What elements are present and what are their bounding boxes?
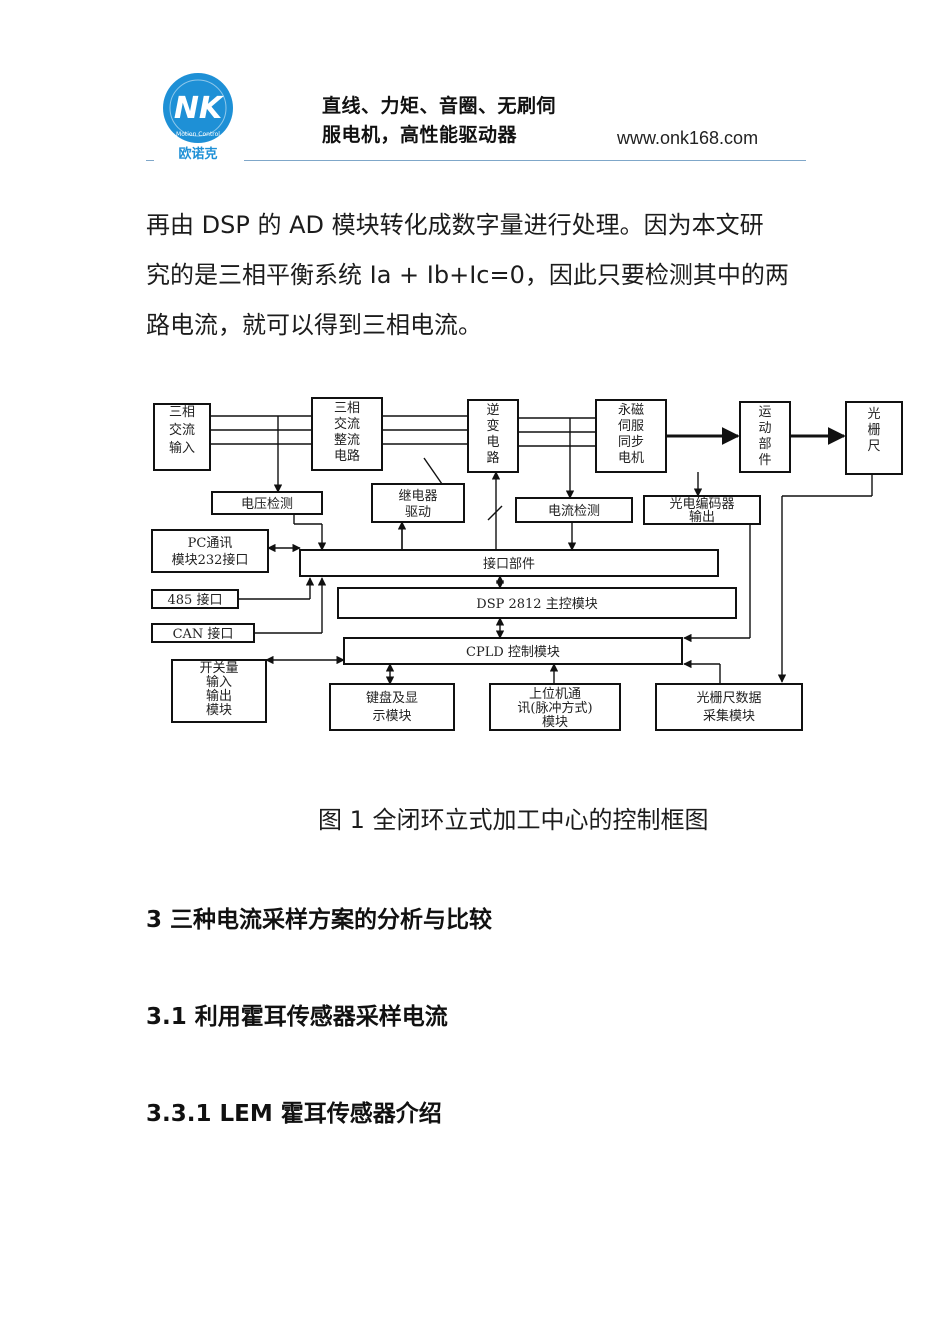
body-line-1: 再由 DSP 的 AD 模块转化成数字量进行处理。因为本文研 [146,211,764,239]
switch-io-box [171,659,267,723]
header-title-line1: 直线、力矩、音圈、无刷伺 [322,95,557,117]
rectifier-line1: 三相 [334,401,360,416]
motion-line1: 运 [758,405,771,420]
pc-comm-line1: PC通讯 [188,536,233,551]
ac-input-line1: 三相 [169,405,195,420]
encoder-line2: 输出 [689,509,715,525]
switch-io-line4: 模块 [206,703,232,718]
host-comm-line2: 讯(脉冲方式) [517,700,592,716]
logo-ring-text: Motion Control [176,131,220,138]
current-detect-label: 电流检测 [548,504,600,519]
inverter-line3: 电 [486,435,499,450]
grating-acq-line2: 采集模块 [703,708,755,724]
motor-box [595,399,667,473]
keyboard-box [329,683,455,731]
motor-line3: 同步 [618,435,644,450]
host-comm-line3: 模块 [542,715,568,730]
header-title-line2: 服电机，高性能驱动器 [322,124,518,146]
body-line-2: 究的是三相平衡系统 Ia + Ib+Ic=0，因此只要检测其中的两 [146,261,789,289]
relay-box [371,483,465,523]
section-heading-3-3-1: 3.3.1 LEM 霍耳传感器介绍 [146,1101,442,1127]
switch-io-line2: 输入 [206,674,232,690]
rectifier-line3: 整流 [334,433,360,448]
company-logo: NK Motion Control 欧诺克 [160,72,236,162]
inverter-line1: 逆 [486,402,499,418]
voltage-detect-box [211,491,323,515]
rectifier-box [311,397,383,471]
interface-label: 接口部件 [483,556,535,572]
grating-line1: 光 [867,407,880,422]
keyboard-line2: 示模块 [372,709,411,724]
host-comm-box [489,683,621,731]
inverter-line2: 变 [486,418,499,434]
rectifier-line2: 交流 [334,416,360,432]
inverter-line4: 路 [486,450,499,466]
grating-line3: 尺 [867,439,880,454]
switch-io-line3: 输出 [206,688,232,704]
encoder-line1: 光电编码器 [669,497,734,512]
grating-line2: 栅 [867,423,880,438]
cpld-label: CPLD 控制模块 [466,645,560,660]
header-rule [244,160,806,161]
interface-box [299,549,719,577]
port485-label: 485 接口 [168,592,223,608]
rectifier-line4: 电路 [334,448,360,464]
cpld-box [343,637,683,665]
motion-line3: 部 [758,437,771,452]
grating-acq-line1: 光栅尺数据 [696,691,761,706]
grating-acq-box [655,683,803,731]
motor-line4: 电机 [618,451,644,466]
ac-input-line3: 输入 [169,440,195,456]
ac-input-line2: 交流 [169,422,195,438]
header-title: 直线、力矩、音圈、无刷伺 服电机，高性能驱动器 [322,92,556,150]
relay-line2: 驱动 [405,505,431,520]
pc-comm-box [151,529,269,573]
body-line-3: 路电流，就可以得到三相电流。 [146,311,482,339]
control-block-diagram: 三相 交流 输入 三相 交流 整流 电路 逆 变 电 路 永磁 伺服 同步 电机… [151,397,903,731]
logo-letters: NK [174,91,225,126]
inverter-box [467,399,519,473]
relay-line1: 继电器 [398,489,437,504]
motion-box [739,401,791,473]
dsp-label: DSP 2812 主控模块 [476,597,597,612]
host-comm-line1: 上位机通 [529,687,581,702]
can-label: CAN 接口 [173,626,234,642]
dsp-box [337,587,737,619]
section-heading-3-1: 3.1 利用霍耳传感器采样电流 [146,1004,448,1030]
keyboard-line1: 键盘及显 [366,690,418,706]
logo-caption: 欧诺克 [178,146,217,162]
switch-io-line1: 开关量 [199,661,238,676]
header-url[interactable]: www.onk168.com [617,128,759,148]
motion-line2: 动 [758,421,771,436]
ac-input-box [153,403,211,471]
motion-line4: 件 [758,453,771,468]
motor-line1: 永磁 [618,403,644,418]
current-detect-box [515,497,633,523]
motor-line2: 伺服 [618,419,644,434]
voltage-detect-label: 电压检测 [241,497,293,512]
grating-box [845,401,903,475]
body-paragraph: 再由 DSP 的 AD 模块转化成数字量进行处理。因为本文研 究的是三相平衡系统… [146,200,816,350]
pc-comm-line2: 模块232接口 [172,552,249,568]
header-rule-dash [146,160,154,161]
figure-caption: 图 1 全闭环立式加工中心的控制框图 [318,806,709,834]
section-heading-3: 3 三种电流采样方案的分析与比较 [146,907,493,933]
